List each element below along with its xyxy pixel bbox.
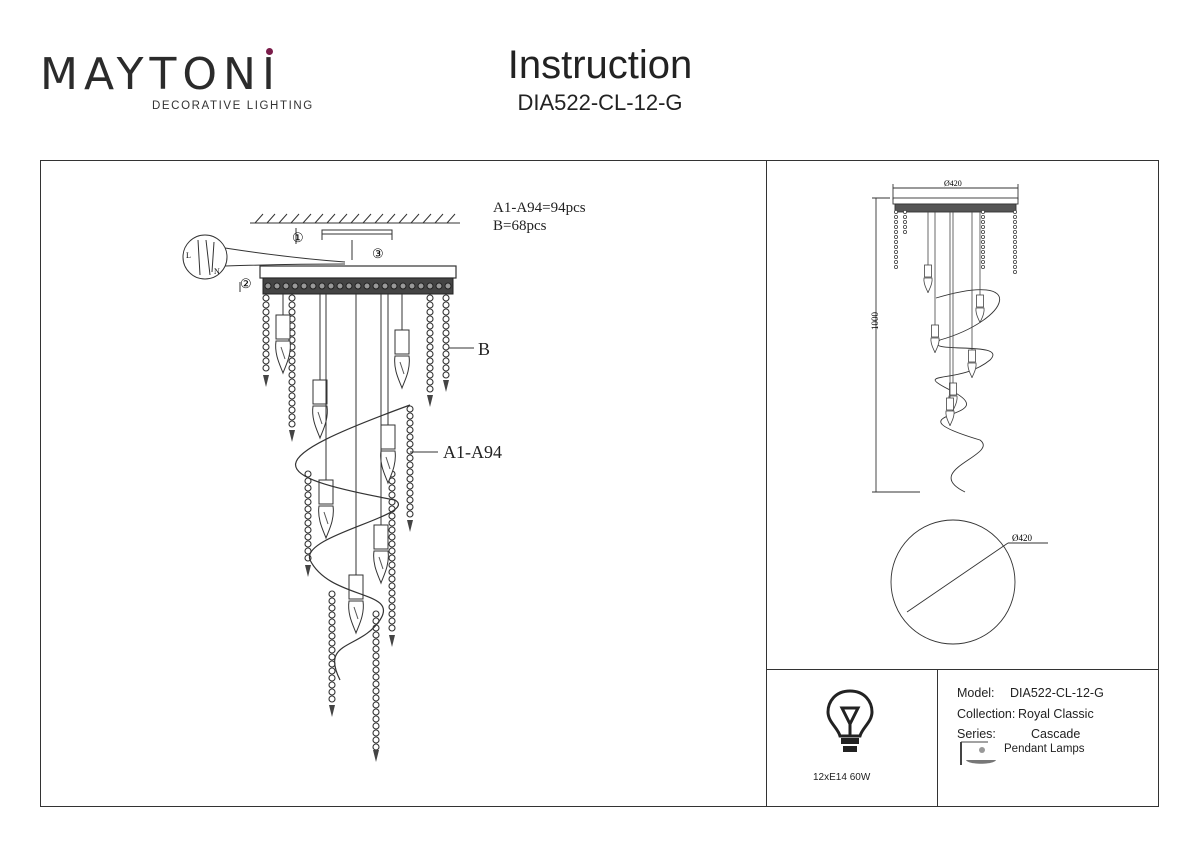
bulb-spec: 12xE14 60W — [813, 772, 871, 783]
pendant-bulb — [394, 294, 410, 390]
spiral-ribbon — [295, 404, 411, 681]
plan-view-circle — [890, 519, 1016, 645]
ceiling-hatch — [250, 213, 460, 224]
pendant-bulb — [318, 294, 334, 540]
crystal-chain — [442, 294, 450, 392]
step-3-label: ③ — [372, 246, 384, 261]
step-2-label: ② — [240, 276, 252, 291]
pendant-rods — [275, 294, 411, 681]
wiring-detail-icon — [182, 234, 346, 280]
model-value: DIA522-CL-12-G — [1010, 686, 1104, 700]
top-diameter-label: Ø420 — [944, 179, 962, 188]
crystal-chain — [288, 294, 296, 442]
frame-divider-vertical — [766, 160, 768, 807]
parts-count-b: B=68pcs — [493, 218, 547, 234]
spiral-side-view — [934, 289, 1001, 493]
bulb-icon — [826, 689, 874, 752]
series-label: Series: — [957, 727, 996, 741]
collection-value: Royal Classic — [1018, 707, 1094, 721]
pendant-lamp-icon — [960, 741, 996, 765]
drawing-frame — [40, 160, 1159, 807]
crystal-chain — [328, 590, 336, 717]
crystal-chain — [406, 405, 414, 532]
page-model-code: DIA522-CL-12-G — [517, 90, 683, 115]
canopy — [259, 265, 457, 295]
mounting-bracket — [295, 228, 393, 260]
pendant-bulb — [275, 294, 291, 375]
pendant-bulb — [380, 294, 396, 485]
page-title: Instruction — [507, 43, 693, 87]
parts-count-a: A1-A94=94pcs — [493, 200, 586, 216]
logo-letter-i: I — [261, 48, 281, 100]
model-label: Model: — [957, 686, 995, 700]
frame-divider-horizontal — [766, 669, 1159, 671]
height-label: 1000 — [870, 312, 880, 331]
frame-divider-spec — [937, 669, 939, 807]
pendant-bulb — [373, 294, 389, 585]
plan-diameter-label: Ø420 — [1012, 533, 1032, 543]
logo-tagline: DECORATIVE LIGHTING — [152, 100, 314, 112]
pendant-bulb — [312, 294, 328, 440]
crystal-chain — [372, 610, 380, 762]
wire-label-n: N — [214, 267, 220, 276]
crystal-chain — [426, 294, 434, 407]
type-value: Pendant Lamps — [1004, 743, 1085, 755]
crystal-chain — [304, 470, 312, 577]
wire-label-l: L — [186, 251, 191, 260]
collection-label: Collection: — [957, 707, 1016, 721]
logo-text-main: MAYTON — [40, 49, 262, 100]
callout-a: A1-A94 — [443, 442, 502, 462]
plan-diameter-line — [906, 542, 1009, 613]
canopy-side-view — [892, 197, 1019, 205]
crystal-chain — [262, 294, 270, 387]
logo-dot-icon — [266, 48, 274, 55]
series-value: Cascade — [1031, 727, 1081, 741]
step-1-label: ① — [292, 230, 304, 245]
crystal-chains — [262, 294, 450, 762]
callout-b: B — [478, 339, 491, 359]
